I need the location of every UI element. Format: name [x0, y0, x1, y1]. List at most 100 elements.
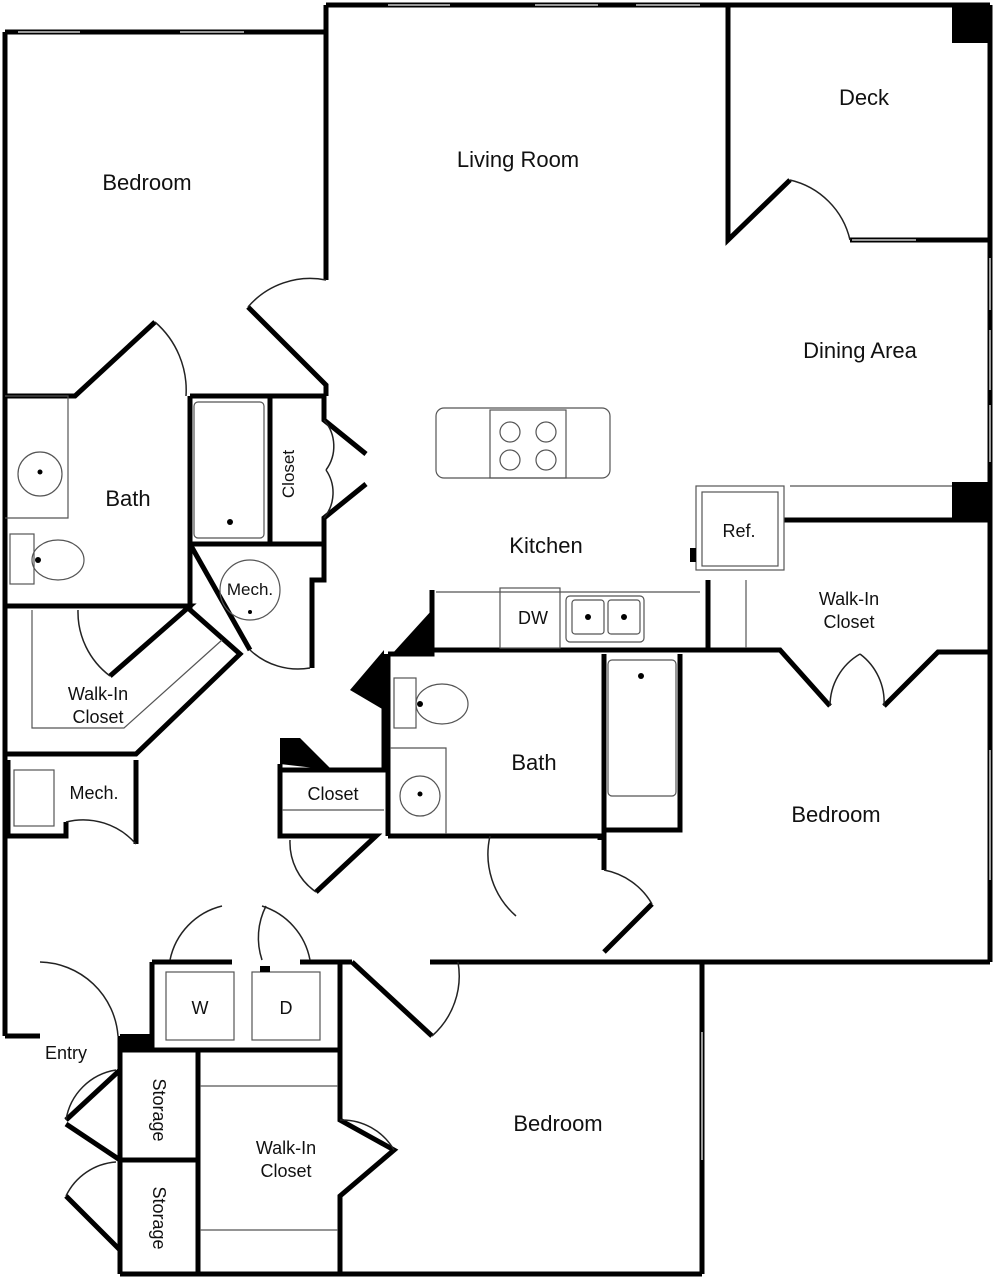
wall-walkin-s-e: [337, 1050, 399, 1274]
burner-2: [535, 421, 557, 443]
door-laundry-1: [169, 905, 223, 961]
wall-bed-diag: [246, 305, 329, 396]
column-dining: [952, 482, 990, 520]
label-walkin-east-2: Closet: [823, 612, 874, 632]
label-dining-area: Dining Area: [803, 338, 918, 363]
washer-unit: [165, 971, 235, 1041]
door-deck: [789, 179, 851, 241]
label-closet-center: Closet: [307, 784, 358, 804]
tub-center: [607, 659, 677, 797]
cooktop: [489, 409, 567, 479]
burner-3: [499, 449, 521, 471]
sink-center: [399, 775, 441, 817]
wall-walkin-e-south: [708, 647, 832, 708]
label-living-room: Living Room: [457, 147, 579, 172]
toilet-w-dot: [35, 557, 41, 563]
dishwasher: [499, 587, 561, 649]
door-storage-1: [65, 1069, 117, 1121]
drain-sink-1: [585, 614, 591, 620]
label-bedroom-east: Bedroom: [791, 802, 880, 827]
label-bath-center: Bath: [511, 750, 556, 775]
toilet-c-dot: [417, 701, 423, 707]
column-kitchen: [392, 610, 432, 654]
vanity-west: [5, 395, 69, 519]
wall-bed-s-diag: [350, 960, 434, 1038]
wall-walkin-diag: [5, 606, 244, 757]
dryer-unit: [251, 971, 321, 1041]
door-walkin-e-2: [859, 653, 885, 707]
column-hall-2: [280, 738, 332, 770]
water-heater-dot: [248, 610, 252, 614]
label-storage-2: Storage: [149, 1186, 169, 1249]
wall-bed-bath: [5, 320, 157, 399]
label-ref: Ref.: [722, 521, 755, 541]
column-entry: [120, 1034, 154, 1052]
label-dw: DW: [518, 608, 548, 628]
shelf-walkin-w: [31, 610, 223, 729]
label-walkin-west-2: Closet: [72, 707, 123, 727]
toilet-tank-west: [9, 533, 35, 585]
sink-west: [17, 451, 63, 497]
door-closet-c: [289, 839, 317, 893]
wall-mech-diag: [187, 542, 253, 652]
burner-4: [535, 449, 557, 471]
door-bed-nw: [247, 277, 327, 308]
dryer-vent: [260, 966, 270, 972]
refrigerator: [695, 485, 785, 571]
label-walkin-south-1: Walk-In: [256, 1138, 316, 1158]
toilet-tank-center: [393, 677, 417, 729]
door-laundry-3: [261, 905, 311, 961]
burner-1: [499, 421, 521, 443]
wall-storage-mid: [64, 1068, 122, 1122]
door-bed-s: [431, 961, 460, 1037]
label-washer: W: [192, 998, 209, 1018]
label-bedroom-nw: Bedroom: [102, 170, 191, 195]
fixtures: [5, 395, 952, 1231]
label-walkin-south-2: Closet: [260, 1161, 311, 1181]
column-ne: [952, 5, 990, 43]
wall-closet-c: [277, 764, 383, 894]
label-entry: Entry: [45, 1043, 87, 1063]
mech-unit-west: [13, 769, 55, 827]
windows: [18, 4, 991, 1160]
toilet-center: [415, 683, 469, 725]
door-mech: [249, 649, 311, 670]
wall-bed-e-door: [602, 902, 654, 954]
door-closet-hall-1: [323, 419, 335, 471]
door-laundry-2: [257, 905, 267, 961]
label-kitchen: Kitchen: [509, 533, 582, 558]
toilet-west: [31, 539, 85, 581]
vanity-center: [390, 747, 447, 834]
door-closet-hall-2: [323, 469, 334, 519]
label-closet-hall: Closet: [279, 450, 298, 498]
tub-west: [193, 401, 265, 539]
drain-sink-2: [621, 614, 627, 620]
ref-mark: [690, 548, 696, 562]
water-heater: [219, 559, 281, 621]
door-bath-w: [154, 321, 187, 397]
label-storage-1: Storage: [149, 1078, 169, 1141]
wall-walkin-west: [5, 603, 197, 678]
wall-bath-c-south: [388, 833, 603, 840]
wall-storage-low: [64, 1194, 122, 1252]
wall-storage-mid2: [64, 1121, 122, 1163]
door-entry: [39, 961, 119, 1037]
door-bath-c: [487, 835, 517, 917]
drain-tub-west: [227, 519, 233, 525]
sink-c-dot: [417, 791, 423, 797]
wall-walkin-e-south2: [882, 649, 990, 708]
label-mech-west: Mech.: [69, 783, 118, 803]
door-walkin-w: [77, 609, 111, 677]
wall-mech-west: [5, 760, 69, 839]
wall-tub-c: [604, 654, 683, 833]
refrigerator-inner: [701, 491, 779, 567]
label-walkin-west-1: Walk-In: [68, 684, 128, 704]
label-dryer: D: [280, 998, 293, 1018]
label-deck: Deck: [839, 85, 890, 110]
door-bed-e: [603, 869, 653, 905]
dots: [35, 469, 696, 972]
door-storage-2: [65, 1161, 117, 1197]
label-bath-west: Bath: [105, 486, 150, 511]
